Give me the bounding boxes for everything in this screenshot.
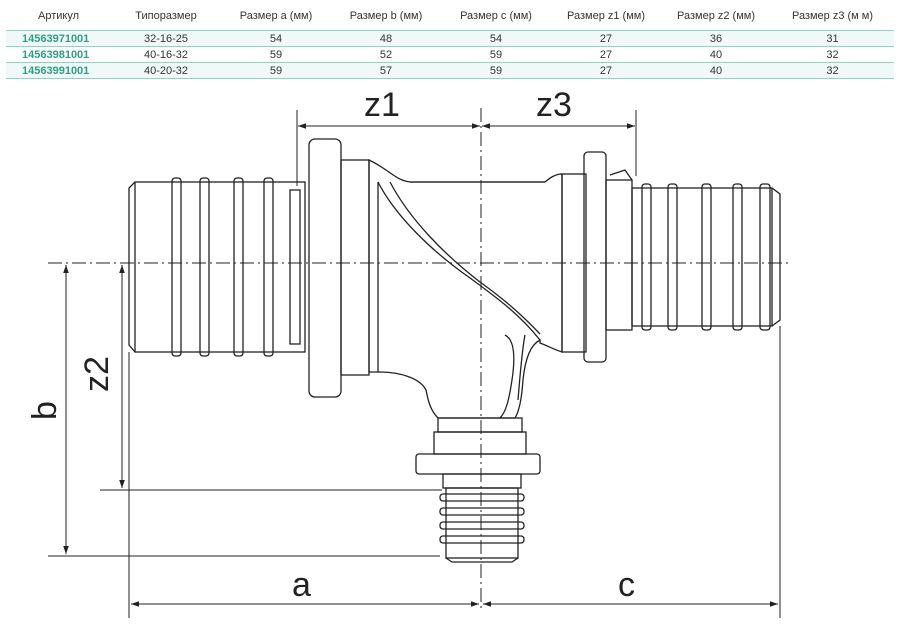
- col-z2: Размер z2 (мм): [677, 10, 755, 22]
- label-c: c: [618, 566, 635, 604]
- table-cell: 57: [331, 62, 441, 79]
- col-size: Типоразмер: [135, 10, 197, 22]
- table-cell: 40-16-32: [111, 46, 221, 63]
- table-cell: 27: [551, 46, 661, 63]
- table-header-row: Артикул Типоразмер Размер a (мм) Размер …: [6, 2, 894, 31]
- center-lines: [48, 108, 790, 612]
- article-link[interactable]: 14563981001: [6, 46, 111, 63]
- table-cell: 27: [551, 62, 661, 79]
- right-barb: [631, 183, 781, 331]
- left-barb: [128, 177, 306, 357]
- bottom-branch: [415, 417, 541, 563]
- table-cell: 27: [551, 30, 661, 47]
- article-link-text[interactable]: 14563971001: [22, 32, 90, 45]
- table-cell: 32: [771, 46, 894, 63]
- table-cell: 54: [221, 30, 331, 47]
- table-cell: 40: [661, 62, 771, 79]
- label-z1: z1: [364, 86, 400, 124]
- table-cell: 48: [331, 30, 441, 47]
- table-cell: 59: [441, 46, 551, 63]
- col-article: Артикул: [37, 10, 79, 22]
- table-row: 14563991001 40-20-32 59 57 59 27 40 32: [6, 62, 894, 79]
- fitting-drawing: z1 z3 z2 b a c: [26, 86, 790, 618]
- table-row: 14563981001 40-16-32 59 52 59 27 40 32: [6, 46, 894, 63]
- dimension-lines: [63, 123, 778, 607]
- table-cell: 59: [441, 62, 551, 79]
- article-link-text[interactable]: 14563981001: [22, 48, 90, 61]
- col-c: Размер c (мм): [460, 10, 532, 22]
- article-link[interactable]: 14563991001: [6, 62, 111, 79]
- table-cell: 59: [221, 62, 331, 79]
- col-z3: Размер z3 (м м): [791, 10, 874, 22]
- table-cell: 36: [661, 30, 771, 47]
- table-cell: 40: [661, 46, 771, 63]
- table-cell: 32-16-25: [111, 30, 221, 47]
- label-b: b: [26, 401, 64, 420]
- col-a: Размер a (мм): [239, 10, 313, 22]
- table-row: 14563971001 32-16-25 54 48 54 27 36 31: [6, 30, 894, 47]
- left-flange: [308, 138, 370, 398]
- table-cell: 52: [331, 46, 441, 63]
- tee-body: [368, 158, 563, 419]
- table-cell: 32: [771, 62, 894, 79]
- table-cell: 54: [441, 30, 551, 47]
- label-z3: z3: [536, 86, 572, 124]
- table-cell: 59: [221, 46, 331, 63]
- col-b: Размер b (мм): [349, 10, 423, 22]
- article-link[interactable]: 14563971001: [6, 30, 111, 47]
- spec-table: Артикул Типоразмер Размер a (мм) Размер …: [6, 2, 894, 79]
- article-link-text[interactable]: 14563991001: [22, 64, 90, 77]
- table-cell: 31: [771, 30, 894, 47]
- col-z1: Размер z1 (мм): [567, 10, 645, 22]
- table-cell: 40-20-32: [111, 62, 221, 79]
- extension-lines: [48, 110, 781, 618]
- label-a: a: [292, 566, 311, 604]
- label-z2: z2: [78, 356, 116, 392]
- right-flange: [561, 151, 633, 363]
